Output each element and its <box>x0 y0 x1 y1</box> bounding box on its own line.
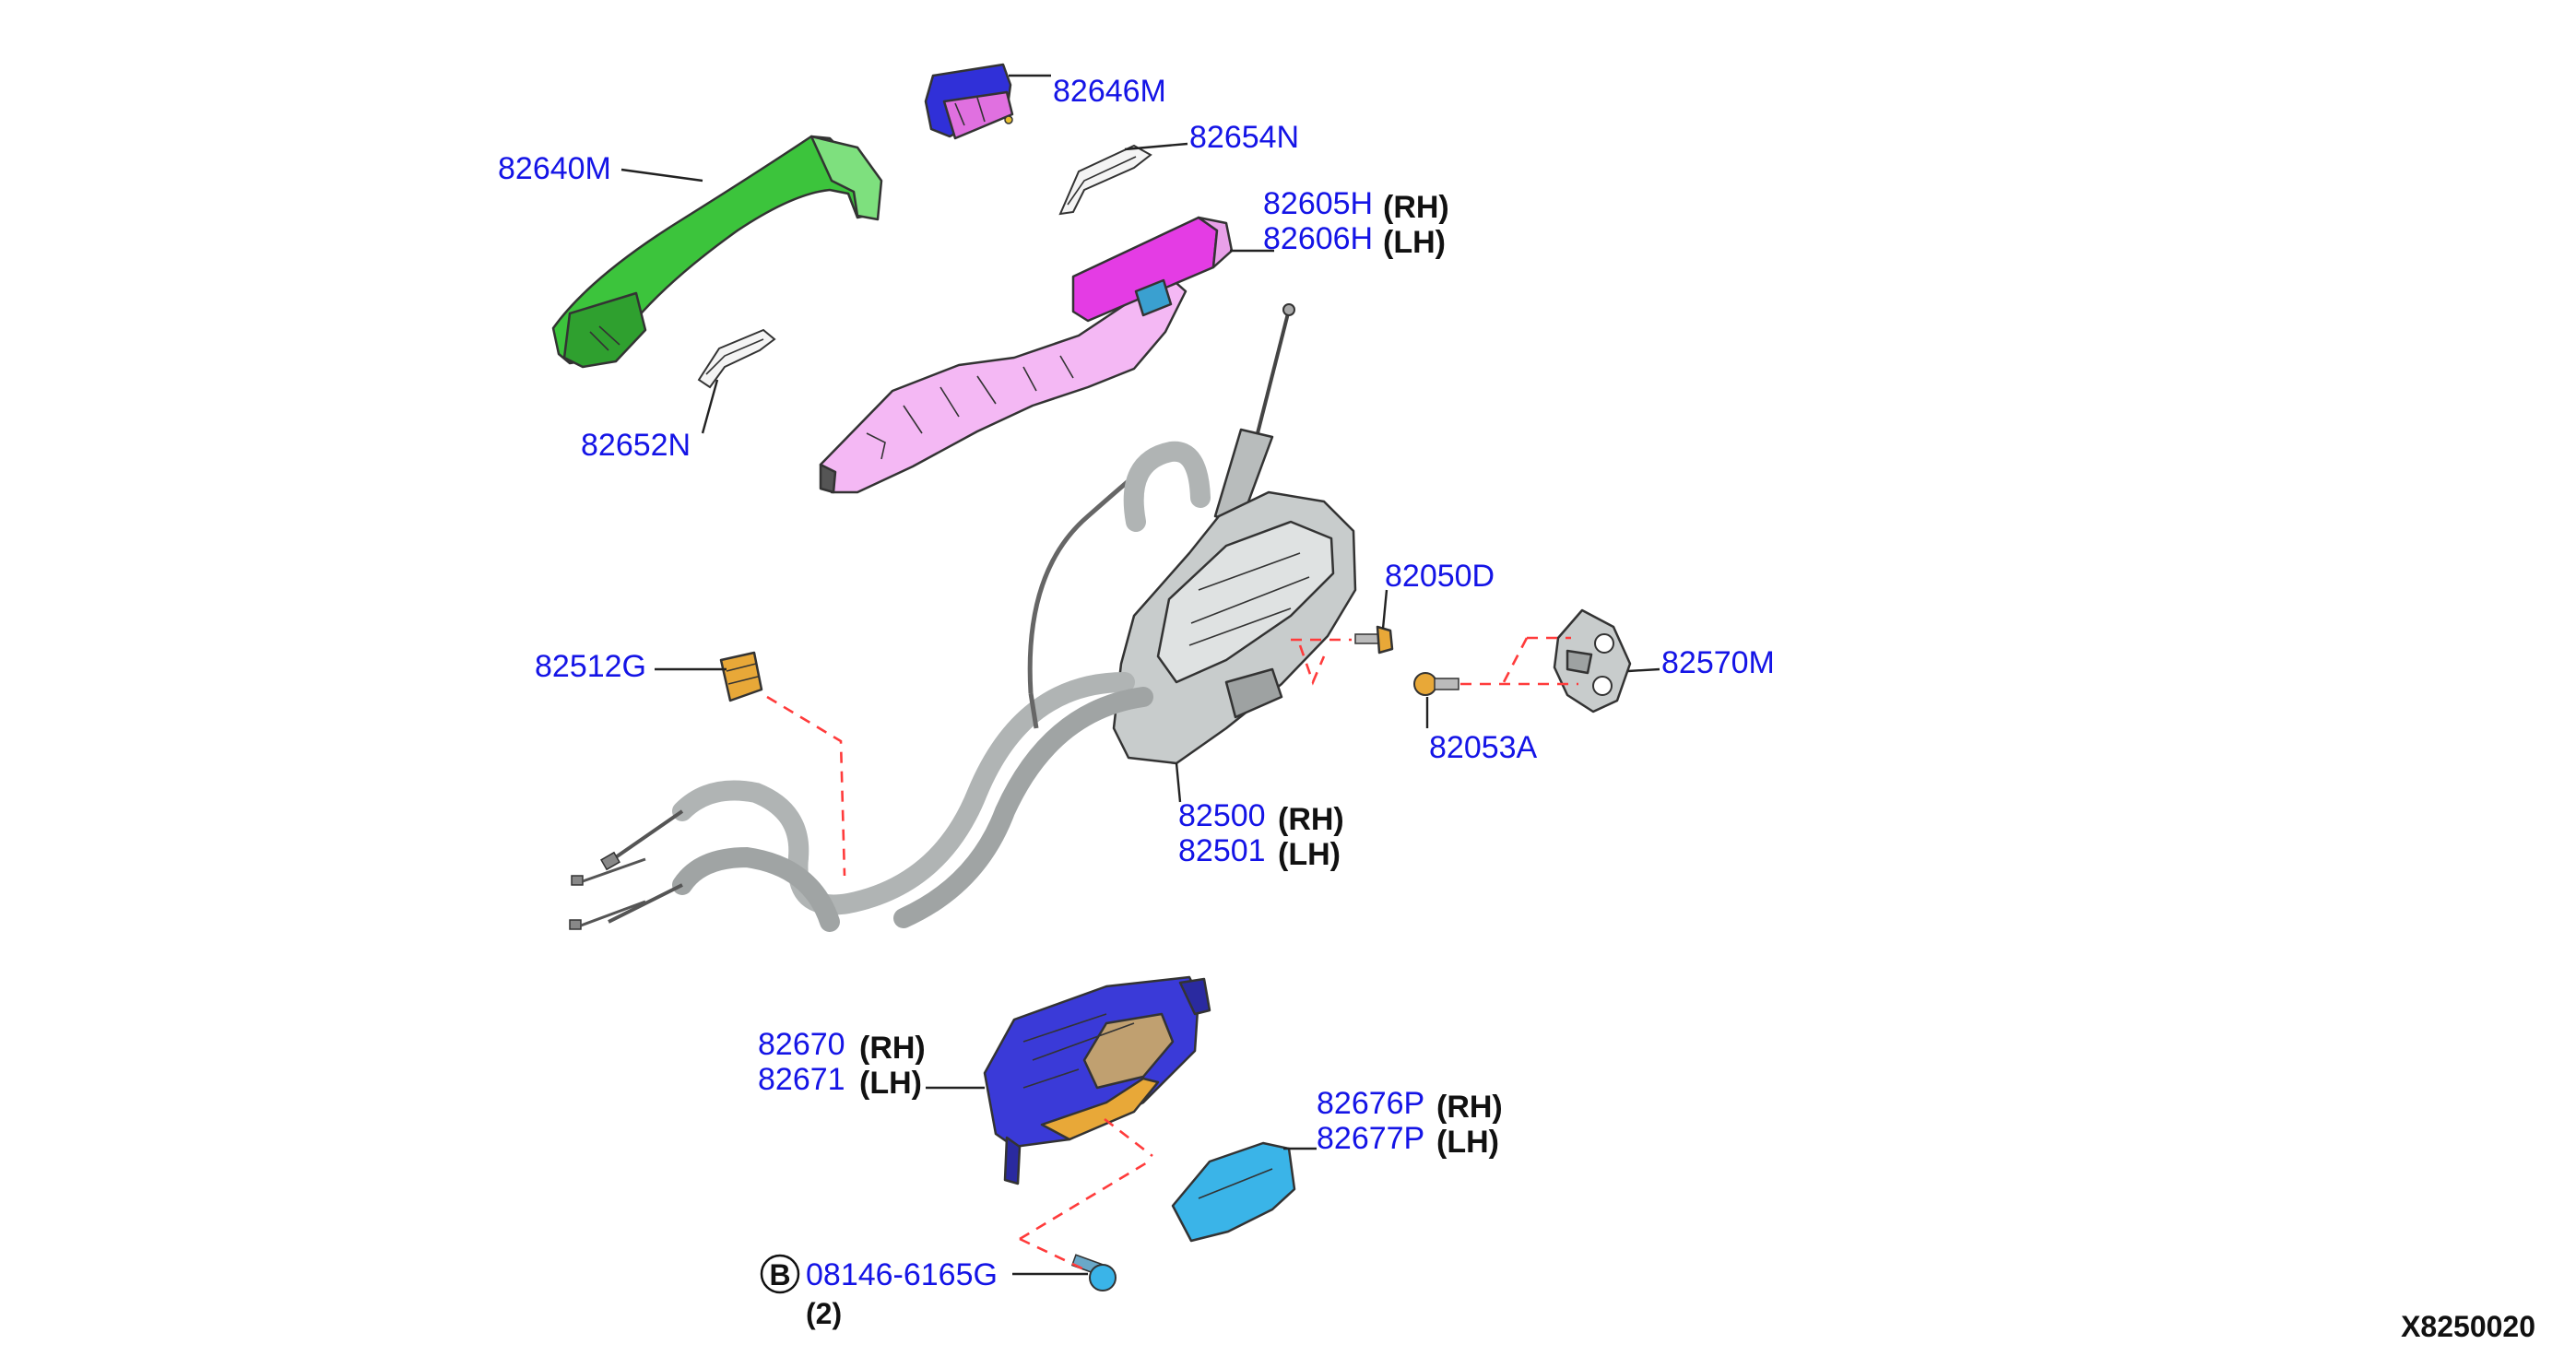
bolt-08146-part <box>1070 1254 1117 1291</box>
callout-82605h[interactable]: 82605H <box>1263 186 1373 221</box>
side-label-rh-82676p: (RH) <box>1436 1090 1503 1125</box>
callout-82654n[interactable]: 82654N <box>1189 120 1299 155</box>
callout-82053a[interactable]: 82053A <box>1429 730 1538 765</box>
outside-handle-part <box>551 135 883 369</box>
callout-82676p[interactable]: 82676P <box>1317 1086 1424 1121</box>
screw-82053a-part <box>1413 672 1459 696</box>
side-label-lh-82501: (LH) <box>1278 837 1341 872</box>
callout-82646m[interactable]: 82646M <box>1053 74 1166 109</box>
callout-82501[interactable]: 82501 <box>1178 833 1266 868</box>
callout-08146-6165g[interactable]: 08146-6165G <box>806 1257 998 1292</box>
callout-82640m[interactable]: 82640M <box>498 151 611 186</box>
striker-82570m-part <box>1553 608 1632 713</box>
gasket-upper-part <box>1058 144 1152 216</box>
side-label-lh-82671: (LH) <box>859 1066 922 1101</box>
handle-cover-part <box>924 63 1014 140</box>
callout-82670[interactable]: 82670 <box>758 1027 845 1062</box>
side-label-rh-82670: (RH) <box>859 1031 926 1066</box>
bolt-quantity: (2) <box>806 1297 842 1330</box>
bolt-marker-letter: B <box>769 1258 790 1291</box>
escutcheon-part <box>1171 1141 1296 1243</box>
callout-82512g[interactable]: 82512G <box>535 649 646 684</box>
callout-82570m[interactable]: 82570M <box>1661 645 1775 680</box>
drawing-code: X8250020 <box>2401 1310 2535 1343</box>
callout-82500[interactable]: 82500 <box>1178 798 1266 833</box>
installation-dash-lines <box>766 636 1578 1272</box>
callout-82050d[interactable]: 82050D <box>1385 559 1495 594</box>
callout-82677p[interactable]: 82677P <box>1317 1121 1424 1156</box>
clip-82512g-part <box>719 651 763 702</box>
callout-82671[interactable]: 82671 <box>758 1062 845 1097</box>
side-label-rh-82605h: (RH) <box>1383 190 1449 225</box>
side-label-rh-82500: (RH) <box>1278 802 1344 837</box>
bolt-marker-badge: B <box>760 1254 800 1294</box>
handle-bracket-part <box>819 216 1234 494</box>
door-lock-actuator-part <box>569 303 1357 932</box>
leader-lines <box>620 74 1660 1276</box>
inside-handle-part <box>983 975 1211 1185</box>
side-label-lh-82677p: (LH) <box>1436 1125 1499 1160</box>
callout-82652n[interactable]: 82652N <box>581 428 691 463</box>
screw-82050d-part <box>1354 625 1394 655</box>
callout-82606h[interactable]: 82606H <box>1263 221 1373 256</box>
gasket-lower-part <box>697 328 776 389</box>
side-label-lh-82606h: (LH) <box>1383 225 1446 260</box>
